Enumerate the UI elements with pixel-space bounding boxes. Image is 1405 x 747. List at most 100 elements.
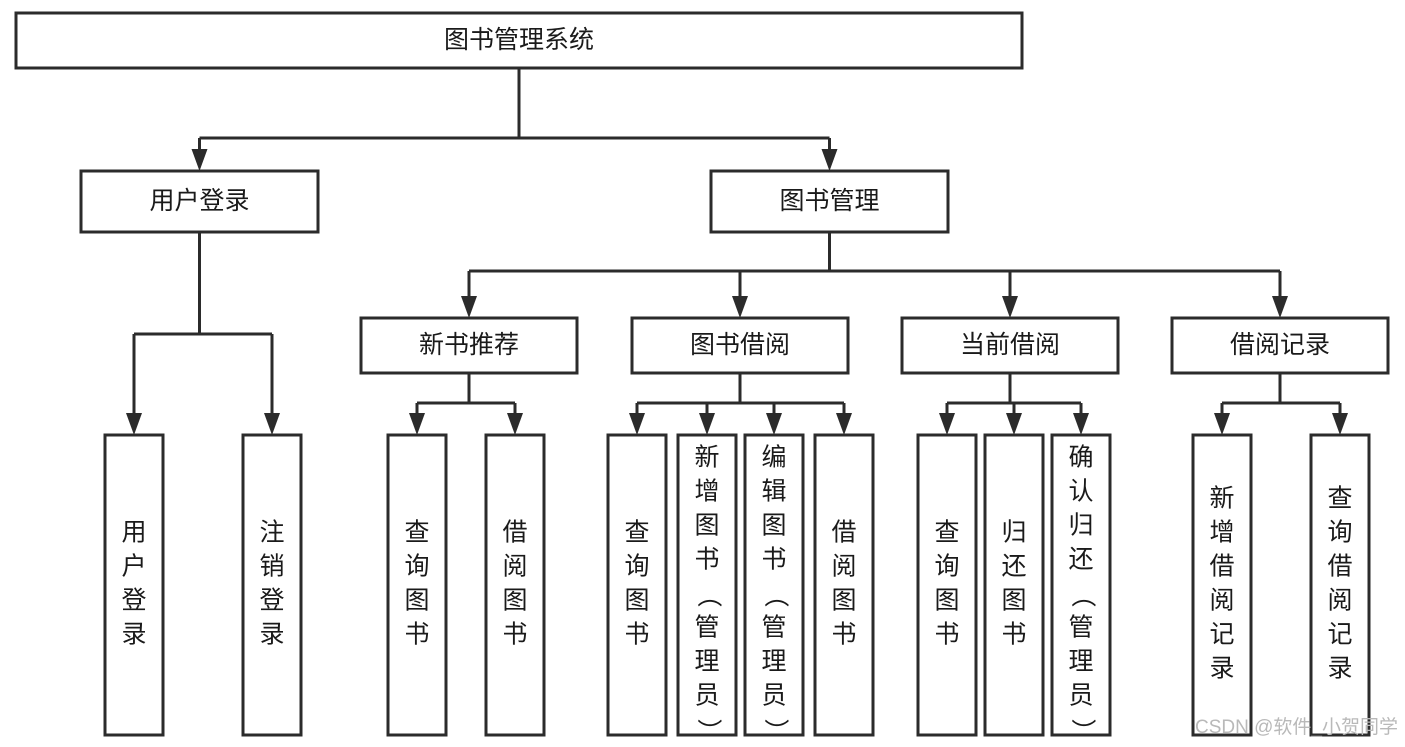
arrow-head-icon	[766, 413, 782, 435]
node-box-leaf-user-login[interactable]	[103, 433, 165, 737]
node-box-book-borrow[interactable]	[630, 316, 850, 375]
node-label-char: （	[694, 582, 722, 607]
node-label-char: 员	[761, 682, 786, 710]
node-label-char: 询	[1327, 519, 1352, 547]
node-box-leaf-return-book[interactable]	[983, 433, 1045, 737]
node-box-borrow-record[interactable]	[1170, 316, 1390, 375]
arrow-head-icon	[461, 296, 477, 318]
node-label-user-login: 用户登录	[149, 187, 249, 215]
arrow-head-icon	[629, 413, 645, 435]
node-root[interactable]: 图书管理系统	[14, 11, 1024, 70]
node-label-char: 增	[694, 478, 719, 506]
arrow-head-icon	[409, 413, 425, 435]
node-box-leaf-borrow-book-1[interactable]	[484, 433, 546, 737]
node-label-char: 书	[1001, 621, 1026, 649]
node-label-char: 辑	[761, 478, 786, 506]
node-box-leaf-edit-book-admin[interactable]	[743, 433, 805, 737]
node-label-char: 查	[1327, 485, 1352, 513]
node-label-char: 阅	[1327, 587, 1352, 615]
arrow-head-icon	[1002, 296, 1018, 318]
node-label-char: 确	[1068, 444, 1093, 472]
node-label-char: ）	[694, 718, 722, 743]
node-label-current-borrow: 当前借阅	[960, 331, 1060, 359]
node-user-login[interactable]: 用户登录	[79, 169, 320, 234]
node-label-char: 书	[694, 546, 719, 574]
node-label-book-borrow: 图书借阅	[690, 331, 790, 359]
node-label-char: 图	[624, 587, 649, 615]
connector-group-book-manage	[461, 232, 1288, 318]
node-book-manage[interactable]: 图书管理	[709, 169, 950, 234]
node-current-borrow[interactable]: 当前借阅	[900, 316, 1120, 375]
arrow-head-icon	[732, 296, 748, 318]
node-label-char: 员	[694, 682, 719, 710]
node-box-leaf-user-logout[interactable]	[241, 433, 303, 737]
node-label-char: 书	[624, 621, 649, 649]
node-box-new-book-recommend[interactable]	[359, 316, 579, 375]
node-label-char: 书	[404, 621, 429, 649]
node-label-char: 理	[761, 648, 786, 676]
node-label-char: 录	[259, 621, 284, 649]
nodes-layer: 图书管理系统用户登录图书管理新书推荐图书借阅当前借阅借阅记录用户登录注销登录查询…	[14, 11, 1390, 744]
connector-group-new-book-recommend	[409, 373, 523, 435]
node-box-user-login[interactable]	[79, 169, 320, 234]
node-label-char: 记	[1327, 621, 1352, 649]
node-label-char: 管	[1068, 614, 1093, 642]
node-box-leaf-add-book-admin[interactable]	[676, 433, 738, 737]
node-box-leaf-confirm-return-admin[interactable]	[1050, 433, 1112, 737]
node-label-char: 图	[761, 512, 786, 540]
node-box-leaf-query-book-2[interactable]	[606, 433, 668, 737]
connector-group-current-borrow	[939, 373, 1089, 435]
node-label-char: 用	[121, 519, 146, 547]
node-label-char: 户	[121, 553, 146, 581]
node-box-book-manage[interactable]	[709, 169, 950, 234]
node-box-leaf-query-book-3[interactable]	[916, 433, 978, 737]
node-label-char: 图	[831, 587, 856, 615]
node-label-char: （	[761, 582, 789, 607]
csdn-watermark: CSDN @软件_小贺同学	[1195, 716, 1398, 738]
node-label-char: 增	[1209, 519, 1234, 547]
arrow-head-icon	[821, 149, 838, 171]
node-box-root[interactable]	[14, 11, 1024, 70]
node-label-borrow-record: 借阅记录	[1230, 331, 1330, 359]
node-label-char: 查	[404, 519, 429, 547]
node-label-char: 归	[1001, 519, 1026, 547]
node-label-char: 新	[694, 444, 719, 472]
node-label-char: 阅	[831, 553, 856, 581]
node-box-current-borrow[interactable]	[900, 316, 1120, 375]
node-label-char: 登	[259, 587, 284, 615]
node-box-leaf-borrow-book-2[interactable]	[813, 433, 875, 737]
node-label-char: 新	[1209, 485, 1234, 513]
node-label-char: 阅	[502, 553, 527, 581]
node-new-book-recommend[interactable]: 新书推荐	[359, 316, 579, 375]
connector-group-root	[191, 68, 838, 171]
node-box-leaf-add-borrow-record[interactable]	[1191, 433, 1253, 737]
node-label-char: 员	[1068, 682, 1093, 710]
node-box-leaf-query-book-1[interactable]	[386, 433, 448, 737]
node-borrow-record[interactable]: 借阅记录	[1170, 316, 1390, 375]
arrow-head-icon	[1073, 413, 1089, 435]
node-book-borrow[interactable]: 图书借阅	[630, 316, 850, 375]
node-leaf-user-login[interactable]: 用户登录	[103, 433, 165, 737]
arrow-head-icon	[1332, 413, 1348, 435]
arrow-head-icon	[1006, 413, 1022, 435]
node-label-char: 管	[694, 614, 719, 642]
node-label-char: 图	[502, 587, 527, 615]
node-label-char: 查	[624, 519, 649, 547]
node-label-char: ）	[1068, 718, 1096, 743]
node-box-leaf-query-borrow-record[interactable]	[1309, 433, 1371, 737]
node-label-char: 还	[1001, 553, 1026, 581]
node-label-char: 编	[761, 444, 786, 472]
